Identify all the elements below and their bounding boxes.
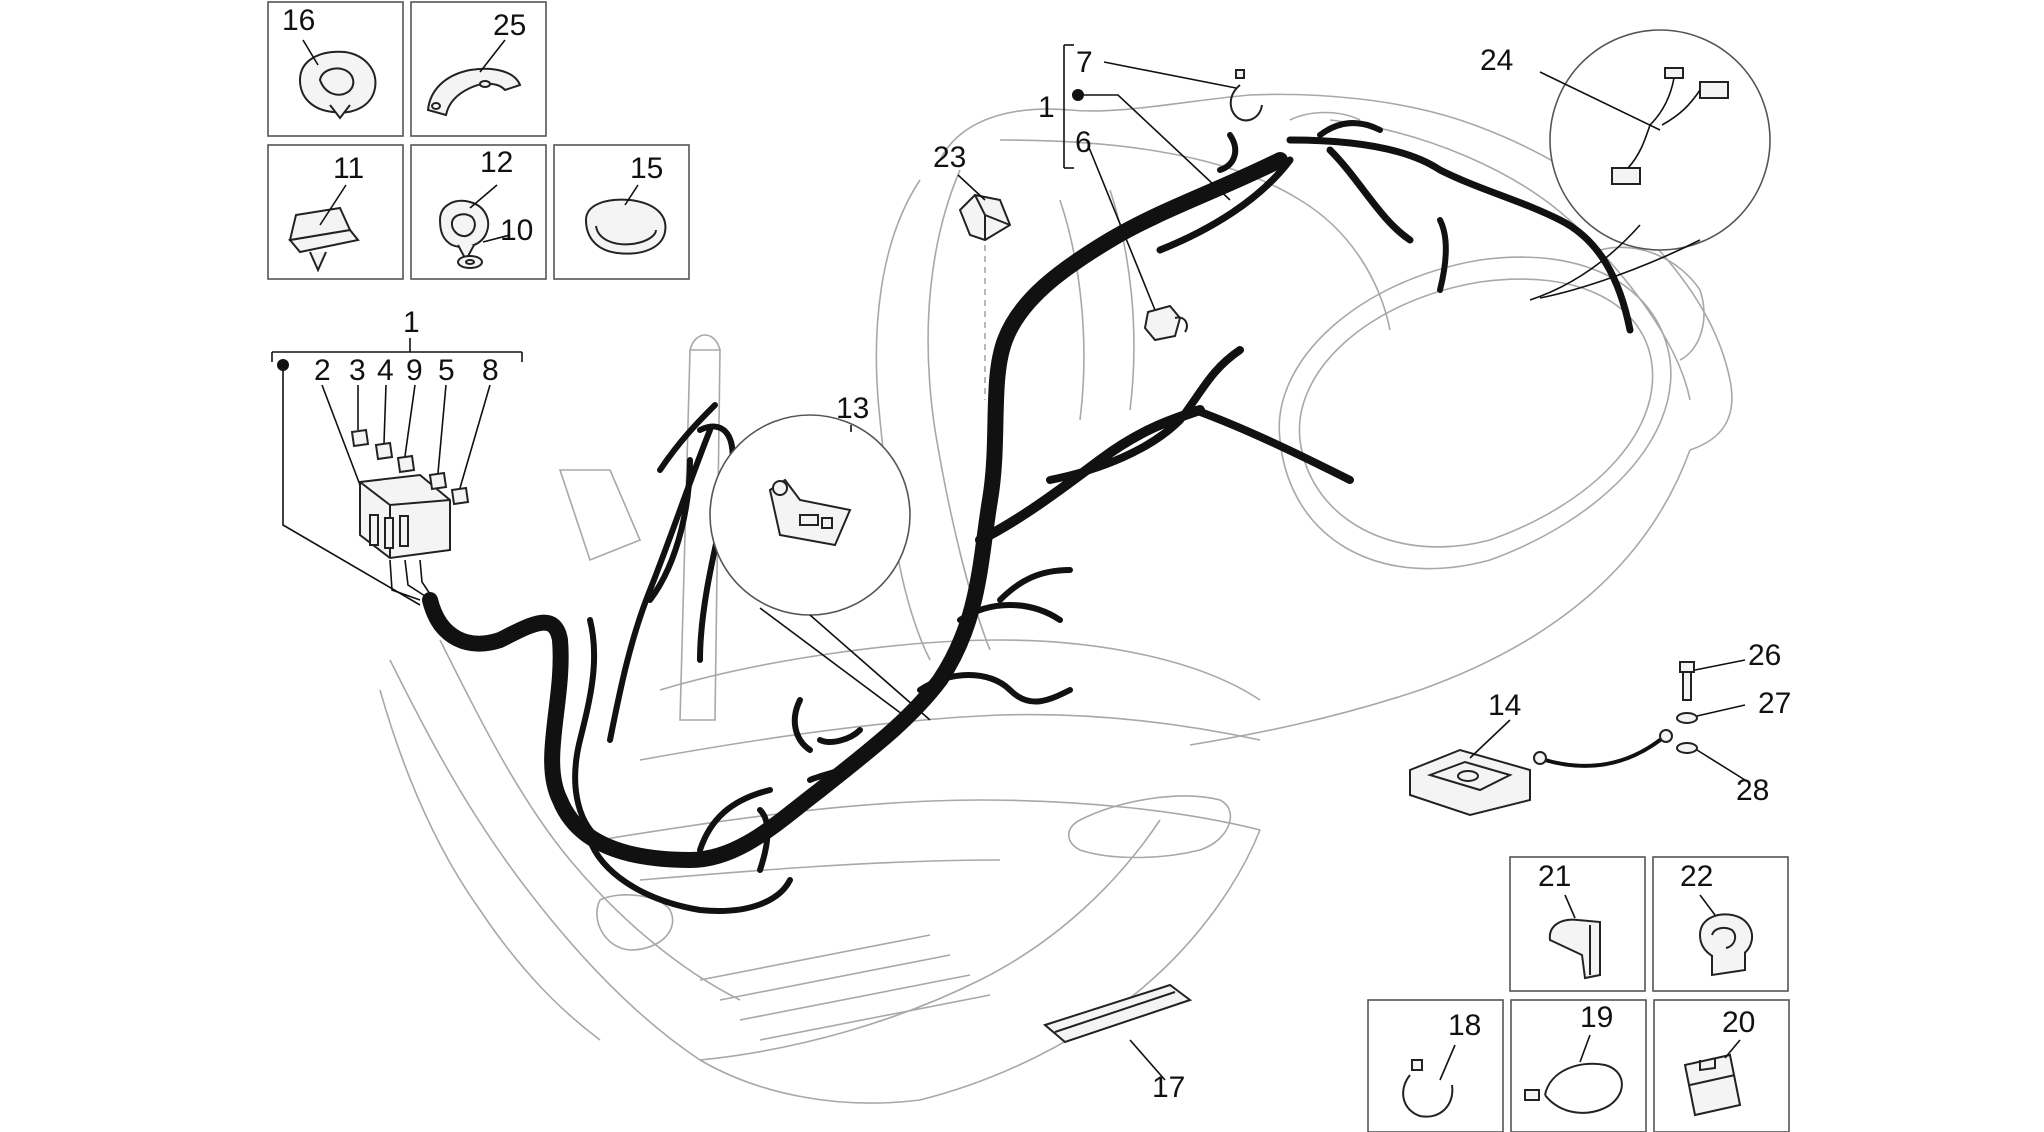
- callout-9: 9: [406, 354, 423, 387]
- fuse-4: [374, 441, 394, 461]
- callout-8: 8: [482, 354, 499, 387]
- callout-11: 11: [333, 152, 364, 185]
- callout-21: 21: [1538, 860, 1571, 893]
- callout-27: 27: [1758, 687, 1791, 720]
- callout-19: 19: [1580, 1001, 1613, 1034]
- fuse-8: [450, 486, 470, 506]
- fuse-box: [359, 473, 451, 560]
- callout-5: 5: [438, 354, 455, 387]
- ground-cable: [1533, 729, 1673, 768]
- callout-18: 18: [1448, 1009, 1481, 1042]
- part-box-18: [1367, 999, 1504, 1132]
- part-6-connector: [1143, 304, 1188, 342]
- callout-12: 12: [480, 146, 513, 179]
- fuse-9: [396, 454, 416, 474]
- callout-24: 24: [1480, 44, 1513, 77]
- group-dot-left: [277, 359, 289, 371]
- callout-20: 20: [1722, 1006, 1755, 1039]
- callout-10: 10: [500, 214, 533, 247]
- callout-28: 28: [1736, 774, 1769, 807]
- callout-1-top: 1: [1038, 91, 1055, 124]
- detail-circle-13: [709, 414, 931, 721]
- part-box-22: [1652, 856, 1789, 992]
- fuse-5: [428, 471, 448, 491]
- callout-15: 15: [630, 152, 663, 185]
- part-26-bolt: [1679, 661, 1695, 701]
- wiring-harness: [389, 120, 1634, 914]
- callout-25: 25: [493, 9, 526, 42]
- part-23-bracket: [958, 193, 1012, 242]
- scooter-body-outline: [379, 93, 1733, 1104]
- callout-22: 22: [1680, 860, 1713, 893]
- part-box-20: [1653, 999, 1790, 1132]
- callout-6: 6: [1075, 126, 1092, 159]
- callout-3: 3: [349, 354, 366, 387]
- part-box-19: [1510, 999, 1647, 1132]
- callout-4: 4: [377, 354, 394, 387]
- callout-14: 14: [1488, 689, 1521, 722]
- callout-26: 26: [1748, 639, 1781, 672]
- part-27-washer: [1676, 712, 1698, 724]
- part-14-grommet: [1409, 748, 1531, 817]
- callout-2: 2: [314, 354, 331, 387]
- callout-numbers: 16 25 11 12 10 15 1 2 3 4 9 5 8 13 23 7 …: [282, 4, 1791, 1104]
- part-28-washer: [1676, 742, 1698, 754]
- part-box-11: [267, 144, 404, 280]
- part-box-15: [553, 144, 690, 280]
- fuse-3: [350, 428, 370, 448]
- callout-1-left: 1: [403, 306, 420, 339]
- callout-7: 7: [1076, 46, 1093, 79]
- callout-16: 16: [282, 4, 315, 37]
- leader-lines: [271, 39, 1746, 1081]
- group-dot-top: [1072, 89, 1084, 101]
- callout-23: 23: [933, 141, 966, 174]
- part-box-21: [1509, 856, 1646, 992]
- part-box-12-10: [410, 144, 547, 280]
- part-box-16: [267, 1, 404, 137]
- detail-circle-24: [1529, 29, 1771, 301]
- part-17-strip: [1042, 983, 1193, 1044]
- callout-17: 17: [1152, 1071, 1185, 1104]
- part-box-25: [410, 1, 547, 137]
- callout-13: 13: [836, 392, 869, 425]
- part-7-clip: [1229, 69, 1263, 122]
